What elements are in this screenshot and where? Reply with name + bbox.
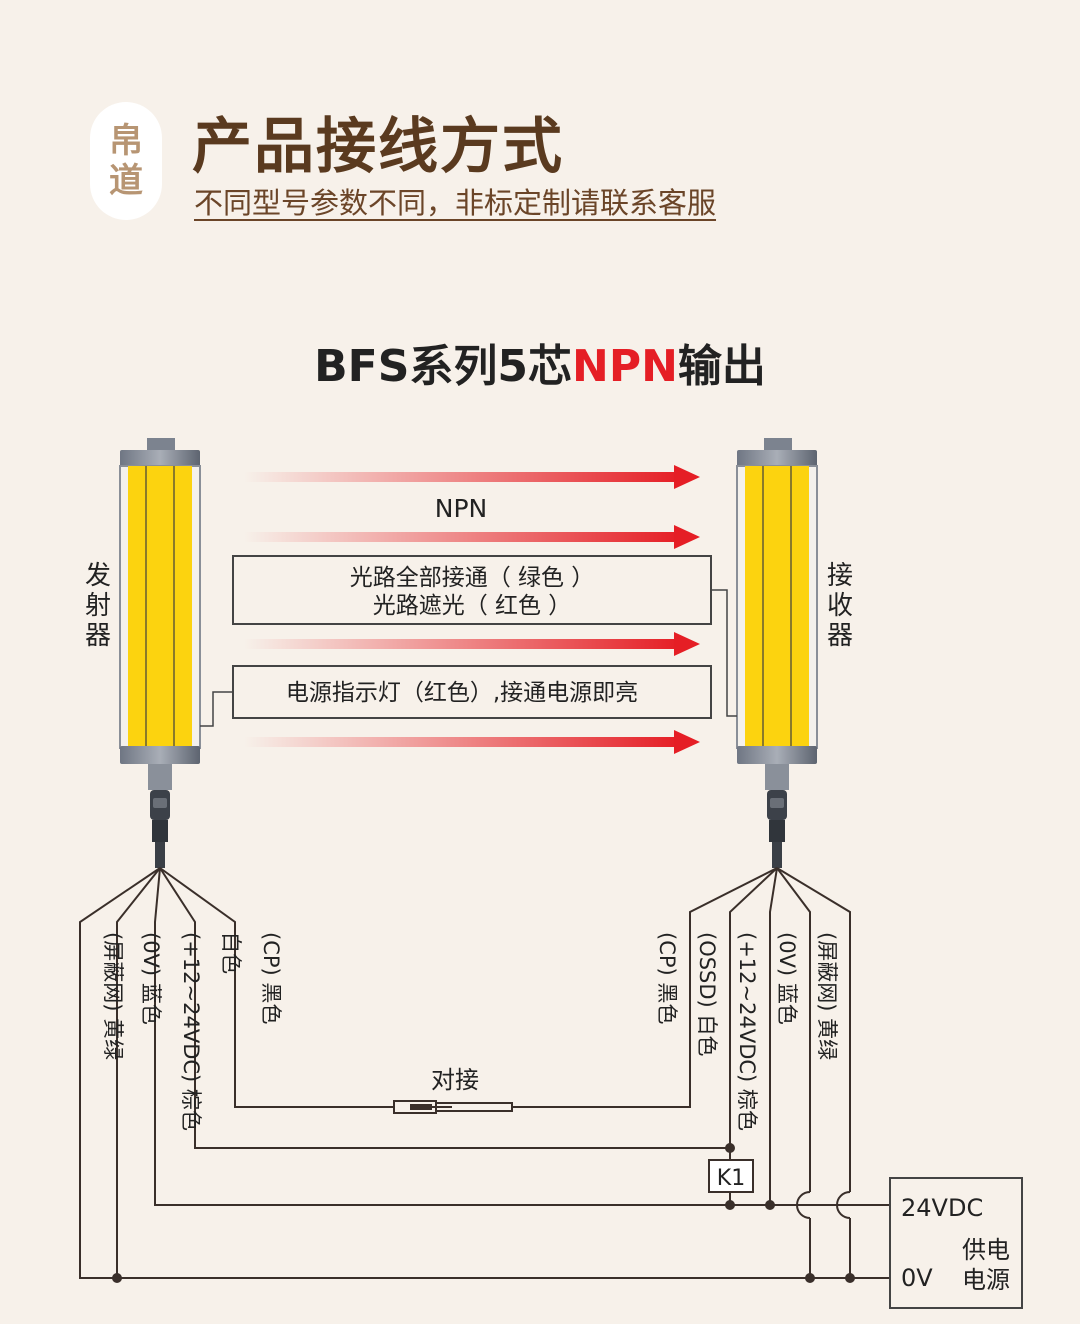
badge-char-1: 帛 [109, 121, 143, 161]
beam-4 [244, 737, 680, 747]
beam-2-arrowhead [674, 525, 700, 549]
connector-label: 对接 [431, 1066, 479, 1094]
relay-k1: K1 [708, 1159, 754, 1193]
receiver-wires [512, 867, 851, 1278]
status-line-2: 光路遮光（ 红色 ） [373, 593, 572, 619]
e-wire-3-label: (+12~24VDC) 棕色 [179, 932, 203, 1131]
beam-4-arrowhead [674, 730, 700, 754]
brand-badge: 帛 道 [90, 102, 162, 220]
power-indicator-text: 电源指示灯（红色）,接通电源即亮 [286, 680, 638, 706]
badge-char-2: 道 [109, 161, 143, 201]
status-indicator-callout: 光路全部接通（ 绿色 ） 光路遮光（ 红色 ） [232, 555, 737, 717]
beam-1-arrowhead [674, 465, 700, 489]
r-wire-4-label: (0V) 蓝色 [775, 932, 799, 1025]
light-beams [244, 465, 700, 754]
beam-2 [244, 532, 680, 542]
emitter-label-3: 器 [85, 621, 111, 651]
psu-name-1: 供电 [962, 1236, 1010, 1264]
junction-dots [112, 1143, 855, 1283]
relay-label: K1 [717, 1166, 745, 1191]
receiver-bar [736, 438, 818, 868]
heading-suffix: 输出 [677, 341, 766, 392]
page-subtitle: 不同型号参数不同，非标定制请联系客服 [194, 186, 717, 220]
power-supply-box: 24VDC 0V 供电 电源 [889, 1177, 1023, 1309]
emitter-wire-labels: (屏蔽网) 黄绿 (0V) 蓝色 (+12~24VDC) 棕色 白色 (CP) … [101, 932, 283, 1131]
page-title: 产品接线方式 [192, 112, 564, 182]
beam-3 [244, 639, 680, 649]
emitter-wires [79, 867, 890, 1279]
r-wire-1-label: (CP) 黑色 [655, 932, 679, 1024]
receiver-wire-labels: (CP) 黑色 (OSSD) 白色 (+12~24VDC) 棕色 (0V) 蓝色… [655, 932, 839, 1131]
diagram-heading: BFS系列5芯NPN输出 [0, 330, 1080, 394]
emitter-label-1: 发 [85, 561, 111, 591]
psu-voltage: 24VDC [901, 1194, 983, 1222]
e-wire-2-label: (0V) 蓝色 [139, 932, 163, 1025]
emitter-bar [119, 438, 201, 868]
psu-zero: 0V [901, 1264, 933, 1292]
e-wire-5-label: (CP) 黑色 [259, 932, 283, 1024]
e-wire-1-label: (屏蔽网) 黄绿 [101, 932, 125, 1060]
receiver-label-2: 收 [827, 591, 853, 621]
beam-3-arrowhead [674, 632, 700, 656]
heading-accent: NPN [572, 341, 678, 392]
r-wire-5-label: (屏蔽网) 黄绿 [815, 932, 839, 1060]
e-wire-4-label: 白色 [219, 932, 243, 974]
status-line-1: 光路全部接通（ 绿色 ） [350, 565, 595, 591]
emitter-label-2: 射 [85, 591, 111, 621]
r-wire-3-label: (+12~24VDC) 棕色 [735, 932, 759, 1131]
beam-label: NPN [435, 494, 487, 523]
heading-prefix: BFS系列5芯 [314, 341, 572, 392]
cable-connector [393, 1100, 513, 1114]
receiver-label-1: 接 [827, 561, 853, 591]
r-wire-2-label: (OSSD) 白色 [695, 932, 719, 1056]
psu-name-2: 电源 [962, 1266, 1010, 1294]
receiver-label-3: 器 [827, 621, 853, 651]
beam-1 [244, 472, 680, 482]
power-indicator-callout: 电源指示灯（红色）,接通电源即亮 [200, 665, 712, 727]
